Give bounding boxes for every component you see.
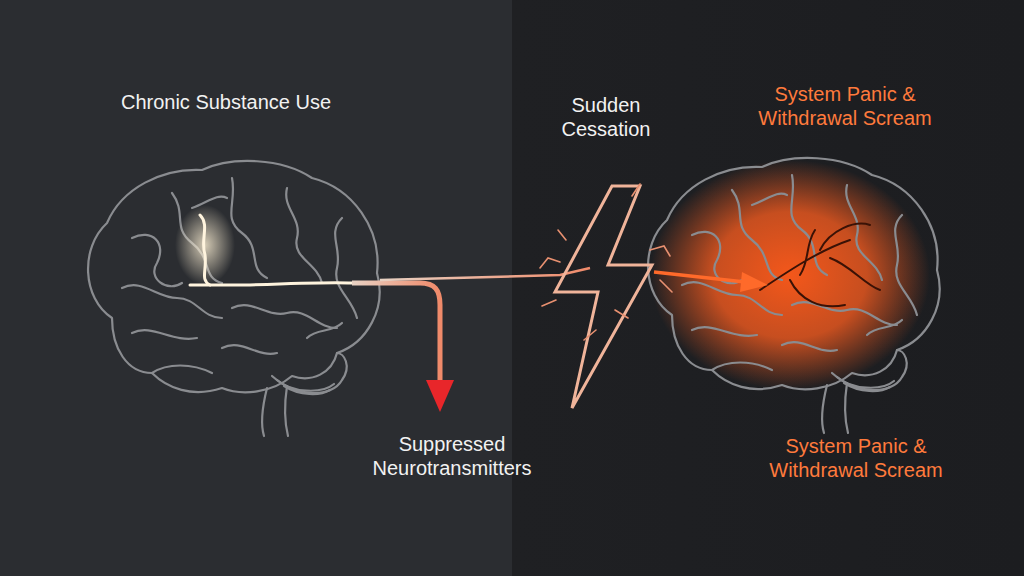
down-arrowhead (426, 380, 454, 412)
cessation-line (380, 268, 590, 280)
effect-label: Suppressed Neurotransmitters (362, 432, 542, 480)
panic-line (654, 272, 745, 282)
panic-label: System Panic & Withdrawal Scream (741, 434, 971, 482)
panic-arrowhead (740, 272, 768, 292)
neural-pathway (190, 215, 352, 285)
panic-glow (650, 160, 930, 390)
pathway-glow (175, 205, 235, 285)
stage-label: Sudden Cessation (531, 93, 681, 141)
suppression-line-red (438, 300, 443, 382)
brain-right (648, 158, 940, 433)
panic-cracks (760, 224, 880, 307)
lightning-sparks (540, 184, 672, 340)
brain-left (88, 161, 380, 436)
panic-label: System Panic & Withdrawal Scream (730, 82, 960, 130)
stage-label: Chronic Substance Use (76, 90, 376, 114)
left-panel (0, 0, 512, 576)
right-panel (512, 0, 1024, 576)
lightning-bolt (555, 186, 652, 408)
suppression-line (352, 283, 440, 382)
